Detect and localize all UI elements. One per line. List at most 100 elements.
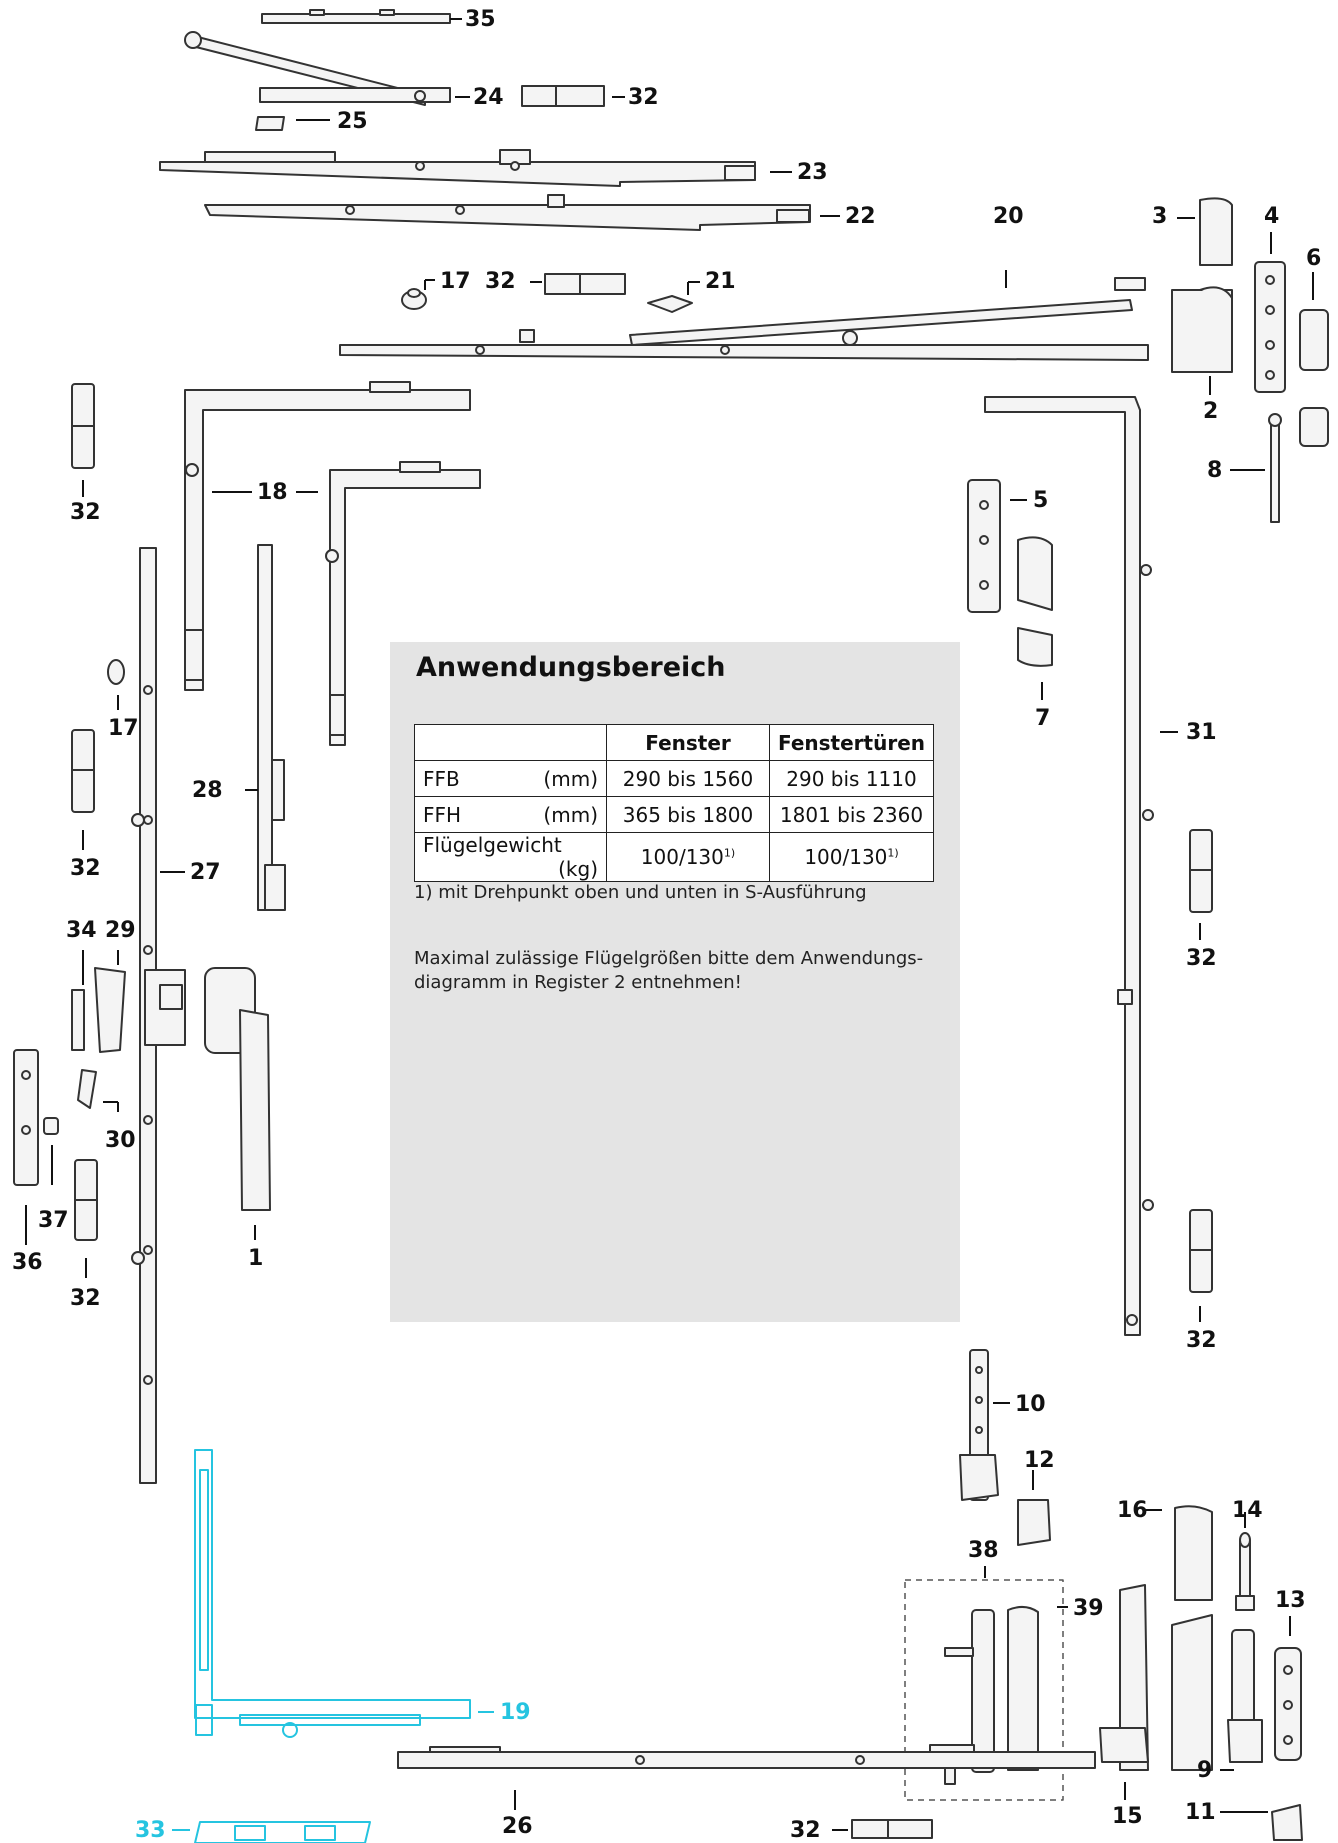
label-17-left: 17 <box>108 716 139 741</box>
part-32-bottom <box>851 1819 933 1839</box>
part-32-top <box>521 85 605 107</box>
part-18-right <box>325 461 481 746</box>
label-11: 11 <box>1185 1800 1216 1825</box>
label-33: 33 <box>135 1818 166 1843</box>
part-4 <box>1254 261 1286 393</box>
part-28 <box>257 544 286 911</box>
table-header-empty <box>414 724 607 761</box>
panel-title: Anwendungsbereich <box>416 652 726 683</box>
part-11 <box>1271 1804 1303 1841</box>
part-32-left-a <box>71 383 95 469</box>
part-30 <box>77 1069 97 1109</box>
label-15: 15 <box>1112 1804 1143 1829</box>
part-20 <box>339 277 1149 361</box>
table-header-row: Fenster Fenstertüren <box>414 724 935 761</box>
label-1: 1 <box>248 1246 264 1271</box>
part-15 <box>1099 1584 1213 1771</box>
label-29: 29 <box>105 918 136 943</box>
footnote-marker: 1) <box>723 846 736 860</box>
part-35 <box>261 9 451 24</box>
label-35: 35 <box>465 7 496 32</box>
part-24 <box>184 31 451 106</box>
part-17-top <box>401 288 427 310</box>
part-32-right-b <box>1189 1209 1213 1293</box>
label-32-right-a: 32 <box>1186 946 1217 971</box>
row-label-text: Flügelgewicht <box>423 833 562 857</box>
label-32-left-b: 32 <box>70 856 101 881</box>
table-header-fenstertueren: Fenstertüren <box>768 724 935 761</box>
label-26: 26 <box>502 1814 533 1839</box>
part-13 <box>1274 1647 1302 1761</box>
cell-fenster: 100/1301) <box>606 832 770 882</box>
label-32-left-a: 32 <box>70 500 101 525</box>
label-32-mid: 32 <box>485 269 516 294</box>
part-31 <box>984 396 1154 1336</box>
part-16 <box>1174 1505 1213 1601</box>
part-18-left <box>184 381 471 691</box>
label-5: 5 <box>1033 488 1049 513</box>
cell-fenstertueren: 290 bis 1110 <box>768 760 935 797</box>
part-12 <box>1017 1499 1051 1546</box>
part-21 <box>647 295 693 313</box>
application-table: Fenster Fenstertüren FFB (mm) 290 bis 15… <box>414 724 935 882</box>
label-31: 31 <box>1186 720 1217 745</box>
part-2 <box>1171 286 1233 373</box>
part-8 <box>1268 413 1282 523</box>
label-10: 10 <box>1015 1392 1046 1417</box>
part-25 <box>255 116 285 131</box>
label-8: 8 <box>1207 458 1223 483</box>
cell-fenstertueren: 1801 bis 2360 <box>768 796 935 833</box>
label-38: 38 <box>968 1538 999 1563</box>
label-13: 13 <box>1275 1588 1306 1613</box>
part-1-handle <box>204 967 271 1211</box>
row-unit: (mm) <box>543 766 598 791</box>
label-12: 12 <box>1024 1448 1055 1473</box>
row-label: FFH (mm) <box>414 796 607 833</box>
table-row: FFH (mm) 365 bis 1800 1801 bis 2360 <box>414 796 935 833</box>
label-18: 18 <box>257 480 288 505</box>
cell-value: 100/130 <box>640 845 724 869</box>
label-7: 7 <box>1035 706 1051 731</box>
label-34: 34 <box>66 918 97 943</box>
label-32-bottom: 32 <box>790 1818 821 1843</box>
part-14 <box>1235 1532 1255 1611</box>
part-23 <box>159 149 756 187</box>
label-6: 6 <box>1306 246 1322 271</box>
label-32-right-b: 32 <box>1186 1328 1217 1353</box>
part-36 <box>13 1049 39 1186</box>
table-footnote: 1) mit Drehpunkt oben und unten in S-Aus… <box>414 882 867 903</box>
part-7 <box>1017 536 1053 667</box>
label-37: 37 <box>38 1208 69 1233</box>
label-17-top: 17 <box>440 269 471 294</box>
label-23: 23 <box>797 160 828 185</box>
cell-fenster: 290 bis 1560 <box>606 760 770 797</box>
part-3 <box>1199 197 1233 266</box>
row-label: Flügelgewicht (kg) <box>414 832 607 882</box>
label-28: 28 <box>192 778 223 803</box>
label-25: 25 <box>337 109 368 134</box>
part-9 <box>1227 1629 1263 1763</box>
label-24: 24 <box>473 85 504 110</box>
part-27 <box>131 547 186 1484</box>
row-unit: (mm) <box>543 802 598 827</box>
table-row: FFB (mm) 290 bis 1560 290 bis 1110 <box>414 760 935 797</box>
part-17-left <box>107 659 125 685</box>
part-26 <box>397 1746 1096 1785</box>
part-6 <box>1299 309 1329 447</box>
part-32-left-b <box>71 729 95 813</box>
part-34 <box>71 989 85 1051</box>
label-21: 21 <box>705 269 736 294</box>
label-32-top: 32 <box>628 85 659 110</box>
label-16: 16 <box>1117 1498 1148 1523</box>
label-14: 14 <box>1232 1498 1263 1523</box>
label-20: 20 <box>993 204 1024 229</box>
row-label-text: FFH <box>423 802 462 827</box>
row-unit: (kg) <box>558 857 598 881</box>
label-30: 30 <box>105 1128 136 1153</box>
table-row: Flügelgewicht (kg) 100/1301) 100/1301) <box>414 832 935 882</box>
part-19-highlight <box>194 1449 471 1738</box>
part-22 <box>204 194 811 231</box>
part-29 <box>94 967 126 1053</box>
label-3: 3 <box>1152 204 1168 229</box>
